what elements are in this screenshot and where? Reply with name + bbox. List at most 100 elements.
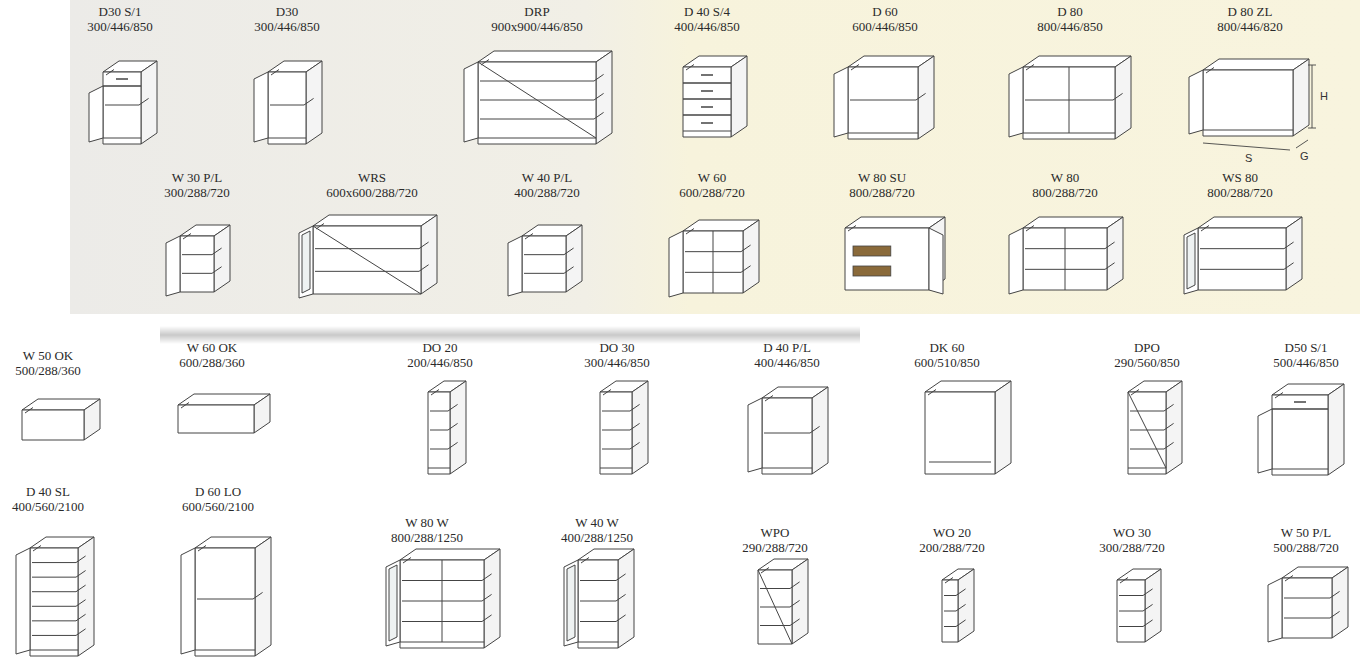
cabinet-line — [1119, 626, 1143, 627]
cabinet-line — [166, 236, 180, 296]
cabinet-line — [1131, 390, 1139, 396]
cabinet-line — [1294, 401, 1306, 403]
cabinet-line — [1198, 217, 1302, 228]
cabinet-line — [525, 234, 533, 240]
cabinet-code: W 40 P/L — [522, 170, 572, 185]
cabinet-line — [78, 537, 94, 656]
cabinet-line — [254, 72, 268, 142]
cabinet-line — [180, 236, 214, 292]
cabinet-line — [851, 65, 859, 71]
cabinet-line — [1198, 228, 1286, 290]
cabinet-code: D30 S/1 — [99, 4, 142, 19]
dimension-text: 290/288/720 — [742, 540, 808, 555]
cabinet-line — [389, 565, 397, 641]
cabinet-line — [1120, 578, 1128, 584]
dimension-text: 800/288/720 — [849, 185, 915, 200]
cabinet-line — [33, 546, 41, 552]
dimension-text: 300/446/850 — [584, 355, 650, 370]
cabinet-line — [929, 228, 943, 294]
cabinet-line — [925, 392, 995, 474]
cabinet-line — [105, 105, 139, 106]
cabinet-line — [761, 568, 769, 574]
cabinet-line — [630, 442, 640, 449]
cabinet-code: DO 20 — [422, 340, 457, 355]
cabinet-line — [845, 217, 945, 228]
cabinet-line — [741, 245, 751, 252]
cabinet-line — [478, 62, 596, 138]
cabinet-line — [181, 403, 189, 409]
dimension-text: 400/560/2100 — [12, 499, 84, 514]
cabinet-code: D 60 — [872, 4, 898, 19]
cabinet-code: W 80 — [1051, 170, 1079, 185]
cabinet-line — [30, 650, 78, 651]
dimension-text: 300/288/720 — [1099, 540, 1165, 555]
cabinet-line — [195, 548, 255, 656]
cabinet-line — [701, 106, 713, 108]
cabinet-line — [253, 592, 263, 599]
cabinet-line — [834, 67, 848, 137]
cabinet-line — [1284, 263, 1294, 270]
cabinet-line — [630, 423, 640, 430]
dimension-text: 300/446/850 — [254, 19, 320, 34]
cabinet-code: W 40 W — [575, 515, 619, 530]
cabinet-line — [32, 635, 76, 636]
cabinet-line — [600, 392, 632, 474]
cabinet-line — [956, 620, 966, 627]
dimension-text: 500/288/360 — [15, 363, 81, 378]
dimension-text: 600/510/850 — [914, 355, 980, 370]
cabinet-line — [1128, 392, 1166, 474]
cabinet-line — [594, 112, 604, 119]
cabinet-line — [1023, 228, 1107, 290]
cabinet-line — [1130, 411, 1164, 412]
cabinet-line — [400, 549, 500, 560]
dimension-text: 600/288/720 — [679, 185, 745, 200]
cabinet-line — [315, 271, 419, 272]
cabinet-line — [760, 588, 790, 589]
cabinet-line — [578, 642, 618, 643]
cabinet-line — [567, 565, 575, 641]
cabinet-line — [564, 560, 578, 646]
cabinet-line — [1164, 404, 1174, 411]
dimension-text: 800/288/720 — [1207, 185, 1273, 200]
cabinet-line — [16, 548, 30, 654]
cabinet-line — [22, 410, 84, 440]
cabinet-line — [845, 228, 929, 290]
cabinet-line — [1145, 569, 1161, 642]
cabinet-line — [731, 56, 747, 137]
cabinet-line — [701, 74, 713, 76]
cabinet-line — [1332, 567, 1348, 638]
cabinet-line — [1130, 449, 1164, 450]
cabinet-line — [1330, 591, 1340, 598]
cabinet-line — [850, 100, 916, 101]
cabinet-line — [790, 600, 800, 607]
cabinet-line — [630, 404, 640, 411]
cabinet-code: DK 60 — [929, 340, 964, 355]
cabinet-line — [1328, 384, 1344, 475]
cabinet-line — [686, 65, 694, 71]
cabinet-line — [84, 399, 100, 440]
cabinet-line — [76, 614, 86, 621]
cabinet-line — [103, 138, 141, 139]
cabinet-line — [741, 266, 751, 273]
cabinet-code: W 30 P/L — [172, 170, 222, 185]
cabinet-line — [139, 98, 149, 105]
cabinet-code: D 80 ZL — [1228, 4, 1273, 19]
cabinet-line — [76, 571, 86, 578]
cabinet-line — [430, 411, 448, 412]
cabinet-line — [1023, 67, 1115, 139]
cabinet-line — [32, 606, 76, 607]
cabinet-code: WS 80 — [1222, 170, 1258, 185]
cabinet-line — [1312, 65, 1313, 128]
cabinet-line — [602, 430, 630, 431]
cabinet-line — [478, 51, 612, 62]
cabinet-line — [1284, 598, 1330, 599]
cabinet-line — [1201, 226, 1209, 232]
cabinet-line — [848, 133, 918, 134]
cabinet-line — [1128, 392, 1166, 468]
cabinet-code: W 50 OK — [23, 348, 73, 363]
cabinet-line — [760, 625, 790, 626]
cabinet-code: D50 S/1 — [1285, 340, 1328, 355]
cabinet-line — [1187, 233, 1195, 289]
cabinet-line — [106, 70, 114, 76]
cabinet-line — [944, 611, 956, 612]
